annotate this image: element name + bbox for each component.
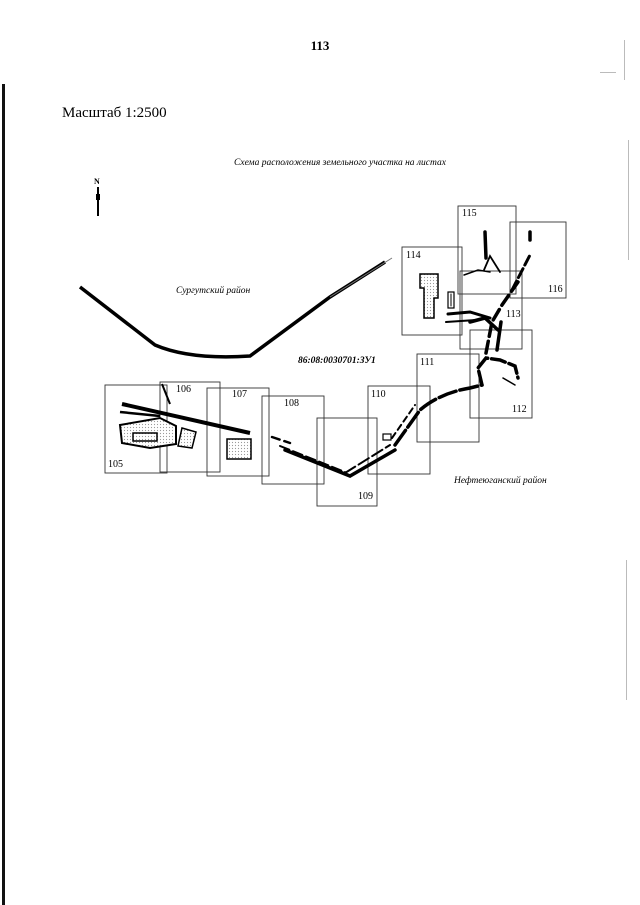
sheet-label-110: 110 (371, 389, 386, 400)
sheet-frame-116 (509, 221, 567, 299)
scan-artifact (626, 560, 627, 700)
sheet-frame-113 (459, 270, 523, 350)
sheet-label-115: 115 (462, 208, 477, 219)
sheet-frame-111 (416, 353, 480, 443)
sheet-label-107: 107 (232, 389, 247, 400)
scan-artifact (628, 140, 629, 260)
sheet-frame-108 (261, 395, 325, 485)
sheet-frame-110 (367, 385, 431, 475)
cadastral-number: 86:08:0030701:ЗУ1 (298, 356, 376, 366)
sheet-label-109: 109 (358, 491, 373, 502)
north-letter: N (94, 177, 100, 186)
land-plot-west (118, 383, 252, 460)
sheet-label-111: 111 (420, 357, 435, 368)
sheet-frames (104, 205, 567, 507)
scale-label: Масштаб 1:2500 (62, 105, 167, 121)
sheet-frame-107 (206, 387, 270, 477)
district-boundary-faint (329, 257, 393, 298)
page-number: 113 (310, 38, 330, 53)
land-plot-east (419, 230, 532, 387)
sheet-label-112: 112 (512, 404, 527, 415)
sheet-frame-115 (457, 205, 517, 295)
sheet-frame-114 (401, 246, 463, 336)
north-arrow-icon (96, 187, 100, 216)
scan-artifact (624, 40, 625, 80)
sheet-label-108: 108 (284, 398, 299, 409)
scheme-title: Схема расположения земельного участка на… (234, 158, 446, 168)
district-label-surgut: Сургутский район (176, 286, 251, 296)
land-plot-central (270, 383, 484, 478)
sheet-label-116: 116 (548, 284, 563, 295)
sheet-label-105: 105 (108, 459, 123, 470)
left-margin-line (2, 84, 5, 905)
sheet-label-113: 113 (506, 309, 521, 320)
sheet-label-114: 114 (406, 250, 421, 261)
district-boundary (78, 260, 386, 359)
scan-artifact (600, 72, 616, 73)
sheet-label-106: 106 (176, 384, 191, 395)
district-label-nefteyugansk: Нефтеюганский район (454, 476, 547, 486)
